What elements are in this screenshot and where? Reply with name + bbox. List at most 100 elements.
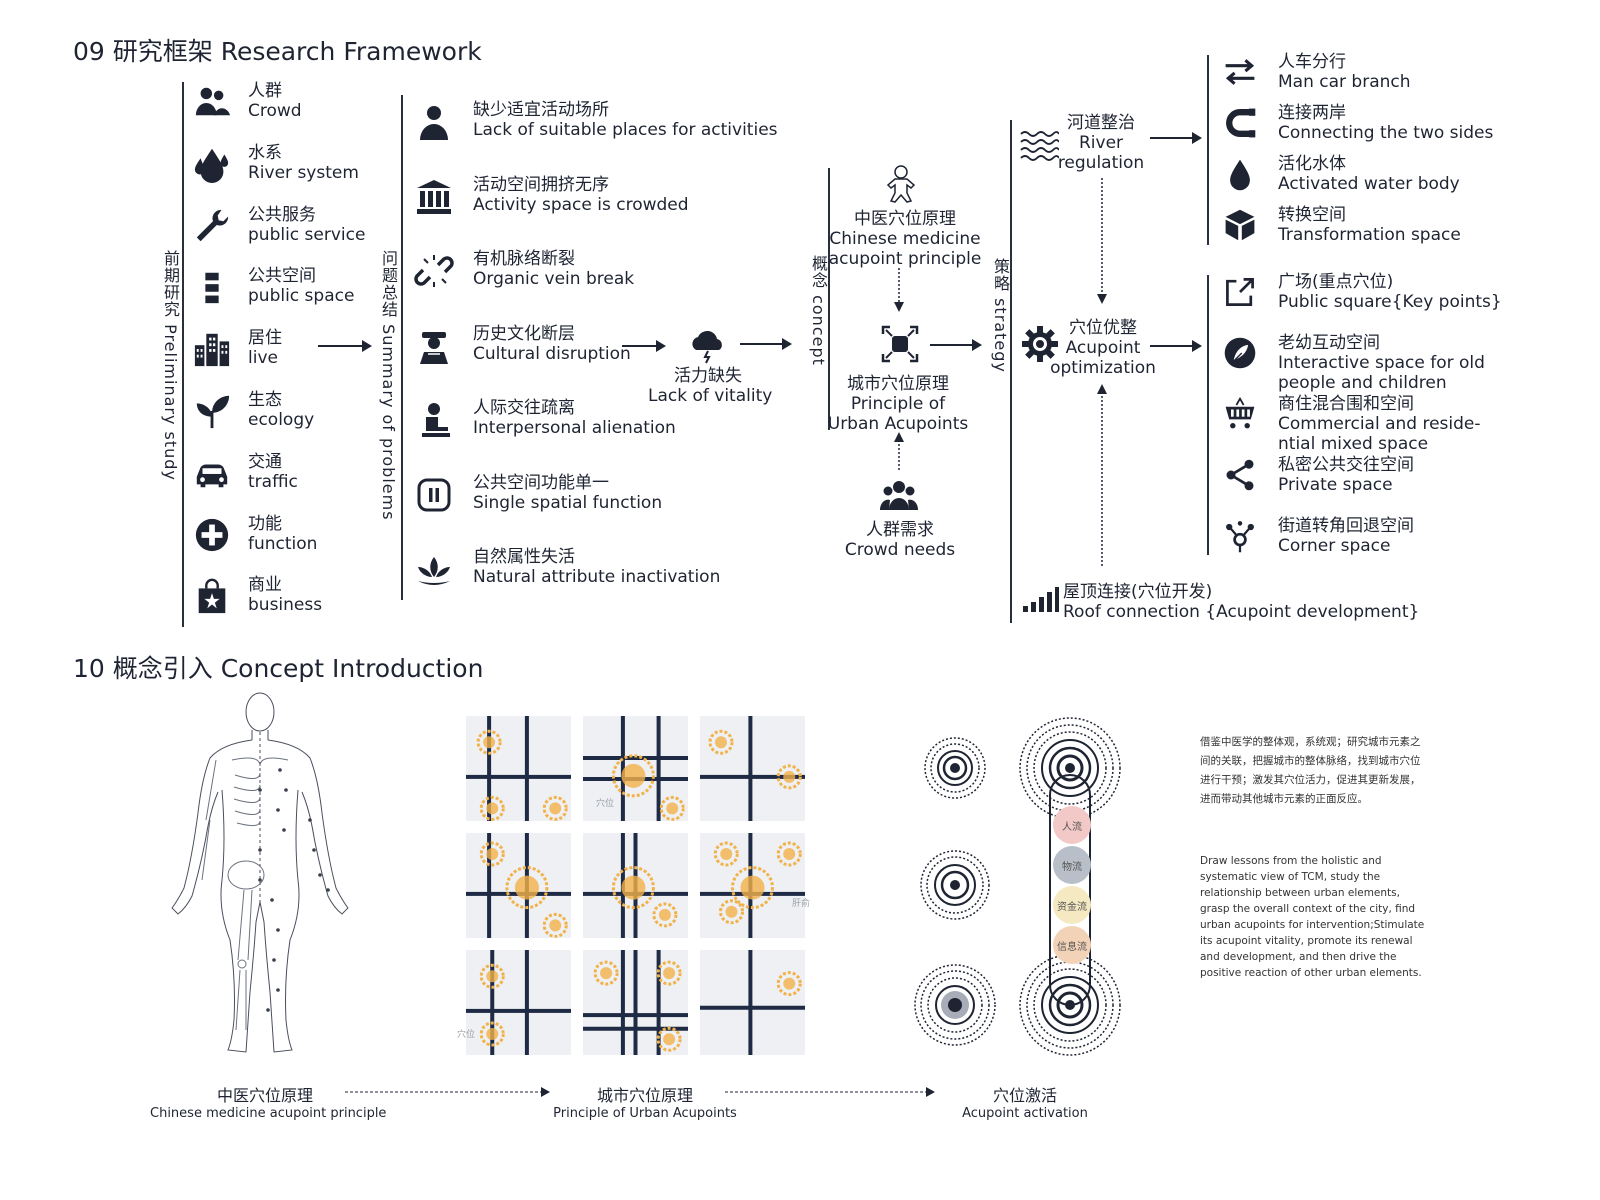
road-vertical: [748, 716, 753, 821]
acupoint-ring: [479, 1021, 505, 1047]
acupoint-ring: [479, 841, 505, 867]
plus-circle-icon: [193, 516, 231, 554]
broken-link-icon: [414, 251, 454, 291]
concept-vertical-label: 概念 concept: [809, 255, 828, 366]
road-horizontal: [583, 1026, 688, 1031]
arrow-vitality-to-concept: [740, 334, 792, 358]
acupoint-ring: [713, 841, 739, 867]
acupoint-body-figure: [160, 690, 360, 1065]
acupoint-dot: [486, 970, 499, 983]
share-nodes-icon: [1222, 457, 1258, 493]
molecule-icon: [1222, 518, 1258, 554]
acupoint-ring: [776, 764, 802, 790]
concept-top-label: 中医穴位原理 Chinese medicine acupoint princip…: [828, 209, 982, 269]
acupoint-ring: [708, 729, 734, 755]
arrow-cap2-cap3: [725, 1084, 935, 1104]
road-vertical: [524, 716, 529, 821]
concept-mid-label: 城市穴位原理 Principle of Urban Acupoints: [827, 374, 969, 434]
crowd-icon: [193, 83, 231, 121]
road-vertical: [656, 950, 661, 1055]
arrow-up-concept: [891, 432, 907, 476]
description-zh: 借鉴中医学的整体观，系统观；研究城市元素之间的关联，把握城市的整体脉络，找到城市…: [1200, 736, 1421, 805]
arrow-opt-right: [1150, 336, 1202, 360]
acupoint-dot: [621, 763, 646, 788]
arrow-col1-to-col2: [318, 336, 372, 360]
grid-tile: [466, 950, 571, 1055]
cart-icon: [1222, 396, 1258, 432]
gingerbread-figure-icon: [881, 163, 921, 203]
grid-tile: [466, 833, 571, 938]
acupoint-dot: [549, 919, 562, 932]
col2-divider: [401, 95, 403, 600]
urban-acupoint-grid: [466, 716, 811, 1061]
swap-arrows-icon: [1222, 54, 1258, 90]
acupoint-ring: [656, 1026, 682, 1052]
rbot-item-label: 广场(重点穴位)Public square{Key points}: [1278, 272, 1502, 312]
road-horizontal: [700, 774, 805, 779]
wrench-icon: [193, 207, 231, 245]
gear-icon: [1020, 324, 1060, 364]
road-vertical: [487, 716, 492, 821]
focus-icon: [880, 324, 920, 364]
road-vertical: [748, 950, 753, 1055]
water-drops-icon: [193, 145, 231, 183]
acupoint-dot: [663, 967, 676, 980]
share-box-icon: [1222, 274, 1258, 310]
road-vertical: [524, 950, 529, 1055]
storm-cloud-icon: [688, 324, 728, 364]
waves-icon: [1019, 124, 1059, 164]
arrow-concept-to-strategy: [930, 335, 982, 359]
acupoint-dot: [663, 1033, 676, 1046]
pause-icon: [414, 475, 454, 515]
flow-bubble: 信息流: [1053, 926, 1091, 964]
flow-bubble: 人流: [1053, 806, 1091, 844]
caption-activation: 穴位激活 Acupoint activation: [962, 1086, 1088, 1121]
acupoint-ring: [542, 912, 568, 938]
shopping-bag-icon: [193, 577, 231, 615]
road-vertical: [490, 950, 495, 1055]
concept-bottom-label: 人群需求 Crowd needs: [844, 520, 956, 560]
col2-vertical-label: 问题总结 Summary of problems: [379, 250, 398, 521]
person-icon: [414, 102, 454, 142]
acupoint-ring: [476, 729, 502, 755]
grid-tile: [583, 950, 688, 1055]
acupoint-dot: [666, 802, 679, 815]
buildings-icon: [193, 330, 231, 368]
acupoint-opt-label: 穴位优整 Acupoint optimization: [1050, 318, 1156, 378]
description-en: Draw lessons from the holistic and syste…: [1200, 855, 1425, 979]
acupoint-dot: [783, 977, 796, 990]
lotus-icon: [414, 549, 454, 589]
acupoint-dot: [720, 848, 733, 860]
grid-tile: [583, 716, 688, 821]
acupoint-dot: [549, 802, 562, 815]
road-horizontal: [583, 1013, 688, 1018]
grid-tile: [700, 833, 805, 938]
grid-tile: [700, 950, 805, 1055]
seated-person-icon: [414, 400, 454, 440]
right-top-divider: [1207, 55, 1209, 245]
road-horizontal: [466, 1008, 571, 1013]
col1-divider: [182, 82, 184, 627]
strategy-divider: [1010, 120, 1012, 623]
acupoint-dot: [783, 770, 796, 783]
arrow-cap1-cap2: [345, 1084, 550, 1104]
acupoint-ring: [542, 795, 568, 821]
road-horizontal: [466, 774, 571, 779]
arrow-river-down: [1094, 178, 1110, 310]
